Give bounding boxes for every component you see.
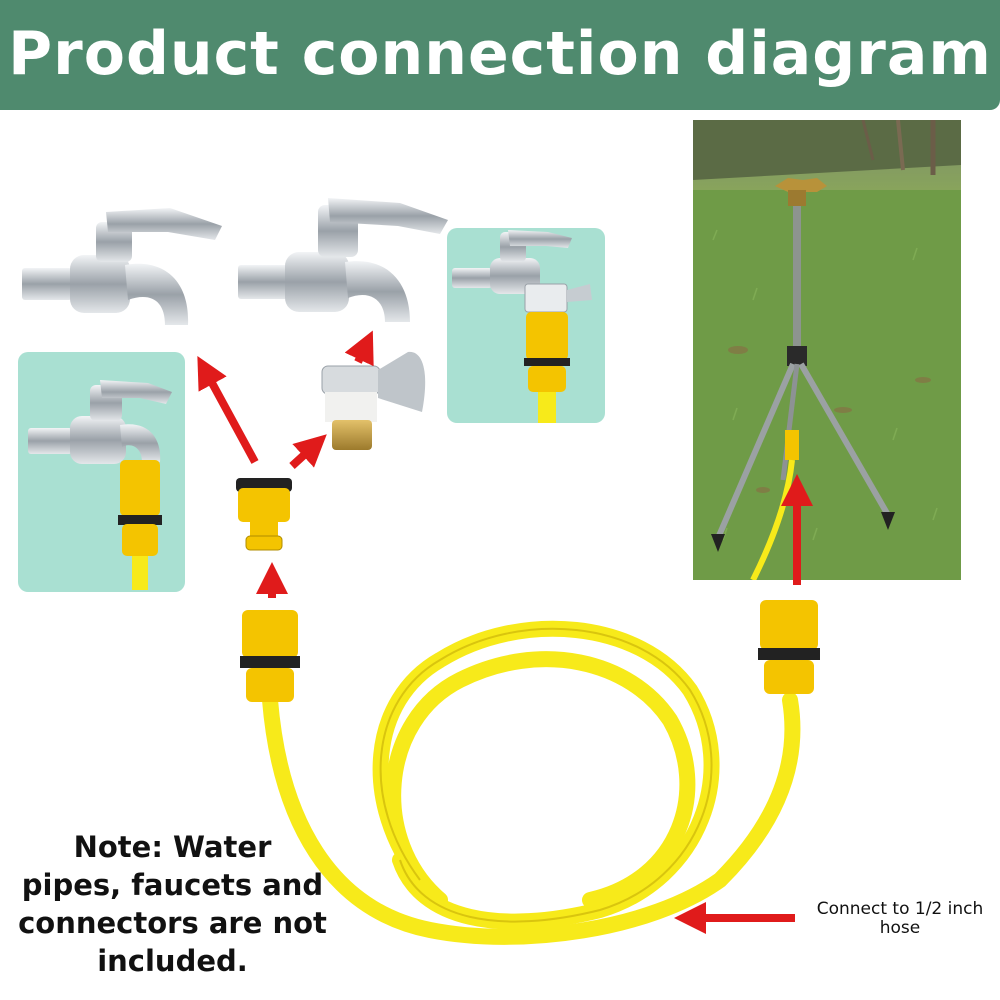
sprinkler-photo — [693, 120, 961, 580]
faucet-icon — [22, 208, 222, 325]
hose-size-callout: Connect to 1/2 inch hose — [800, 900, 1000, 938]
hose-connector-icon — [118, 460, 162, 590]
faucet-icon — [28, 380, 172, 464]
hose-connector-icon — [240, 610, 300, 702]
faucet-icon — [238, 198, 448, 322]
callout-line: hose — [879, 918, 921, 938]
note-line: included. — [97, 944, 248, 978]
note-line: connectors are not — [18, 906, 327, 940]
hose-connector-icon — [524, 312, 570, 423]
sprinkler-tripod-icon — [693, 120, 961, 580]
page-title: Product connection diagram — [8, 19, 992, 89]
title-banner: Product connection diagram — [0, 0, 1000, 110]
arrow-icon — [197, 330, 813, 934]
yellow-hose-outline — [379, 627, 713, 923]
note-line: pipes, faucets and — [21, 868, 324, 902]
yellow-hose — [262, 620, 801, 945]
callout-line: Connect to 1/2 inch — [816, 899, 984, 919]
hose-connector-icon — [236, 478, 292, 551]
note-text: Note: Water pipes, faucets and connector… — [10, 828, 335, 980]
faucet-adapter-icon — [524, 283, 592, 313]
faucet-adapter-icon — [321, 351, 426, 450]
hose-connector-icon — [758, 600, 820, 694]
note-line: Note: Water — [73, 830, 272, 864]
